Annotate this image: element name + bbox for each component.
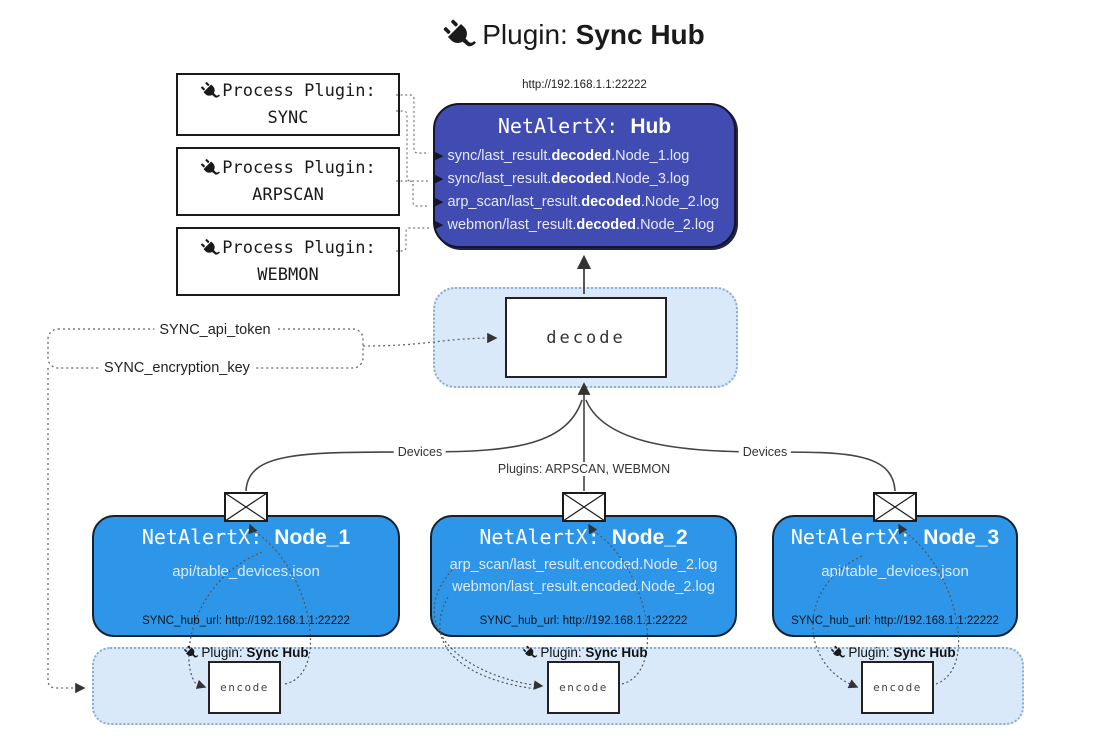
node-box-3: NetAlertX: Node_3 api/table_devices.json…: [772, 515, 1018, 637]
node-hub-url: SYNC_hub_url: http://192.168.1.1:22222: [479, 615, 688, 627]
plug-icon: [200, 81, 221, 101]
process-plugin-label: Process Plugin:: [222, 81, 376, 102]
process-plugin-name: SYNC: [267, 107, 309, 128]
hub-log-line: ▶sync/last_result.decoded.Node_1.log: [435, 146, 734, 167]
hub-box: NetAlertX: Hub ▶sync/last_result.decoded…: [433, 103, 736, 248]
process-plugin-box-arpscan: Process Plugin: ARPSCAN: [176, 147, 400, 216]
process-plugin-name: ARPSCAN: [252, 184, 324, 205]
plug-icon: [200, 238, 221, 258]
process-plugin-box-sync: Process Plugin: SYNC: [176, 73, 400, 136]
node-box-2: NetAlertX: Node_2 arp_scan/last_result.e…: [430, 515, 737, 637]
arrow-bullet-icon: ▶: [435, 196, 444, 208]
envelope-icon: [224, 492, 268, 522]
sync-api-token-label: SYNC_api_token: [154, 322, 276, 338]
arrow-bullet-icon: ▶: [435, 173, 444, 185]
node-hub-url: SYNC_hub_url: http://192.168.1.1:22222: [791, 615, 999, 627]
plug-icon: [522, 645, 538, 660]
node-file-line: arp_scan/last_result.encoded.Node_2.log: [449, 557, 718, 573]
node-title: NetAlertX: Node_2: [479, 525, 688, 549]
hub-log-line: ▶arp_scan/last_result.decoded.Node_2.log: [435, 192, 734, 213]
node-title: NetAlertX: Node_1: [141, 525, 351, 549]
band-plugin-label: Plugin: Sync Hub: [183, 645, 309, 660]
plug-icon: [830, 645, 846, 660]
node-file-line: api/table_devices.json: [172, 563, 320, 580]
devices-label-left: Devices: [393, 445, 447, 459]
hub-log-line: ▶webmon/last_result.decoded.Node_2.log: [435, 215, 734, 236]
process-plugin-box-webmon: Process Plugin: WEBMON: [176, 227, 400, 296]
plug-icon: [442, 18, 477, 52]
sync-encryption-key-label: SYNC_encryption_key: [99, 360, 255, 376]
page-title-text: Plugin: Sync Hub: [482, 19, 705, 50]
envelope-icon: [562, 492, 606, 522]
band-plugin-label: Plugin: Sync Hub: [830, 645, 956, 660]
node-file-line: webmon/last_result.encoded.Node_2.log: [452, 579, 715, 595]
devices-label-right: Devices: [738, 445, 792, 459]
plug-icon: [200, 158, 221, 178]
node-file-line: api/table_devices.json: [821, 563, 969, 580]
page-title: Plugin: Sync Hub: [30, 18, 1117, 52]
node-title: NetAlertX: Node_3: [790, 525, 1000, 549]
process-plugin-label: Process Plugin:: [222, 158, 376, 179]
node-box-1: NetAlertX: Node_1 api/table_devices.json…: [92, 515, 400, 637]
arrow-bullet-icon: ▶: [435, 219, 444, 231]
process-plugin-label: Process Plugin:: [222, 238, 376, 259]
envelope-icon: [873, 492, 917, 522]
node-hub-url: SYNC_hub_url: http://192.168.1.1:22222: [142, 615, 350, 627]
arrow-bullet-icon: ▶: [435, 150, 444, 162]
hub-title: NetAlertX: Hub: [497, 114, 672, 138]
plug-icon: [183, 645, 199, 660]
encode-box: encode: [861, 661, 934, 714]
decode-box: decode: [505, 297, 667, 378]
hub-url: http://192.168.1.1:22222: [522, 79, 647, 91]
hub-log-line: ▶sync/last_result.decoded.Node_3.log: [435, 169, 734, 190]
plugins-edge-label: Plugins: ARPSCAN, WEBMON: [493, 462, 675, 476]
process-plugin-name: WEBMON: [257, 264, 319, 285]
encode-box: encode: [208, 661, 281, 714]
encode-box: encode: [547, 661, 620, 714]
band-plugin-label: Plugin: Sync Hub: [522, 645, 648, 660]
